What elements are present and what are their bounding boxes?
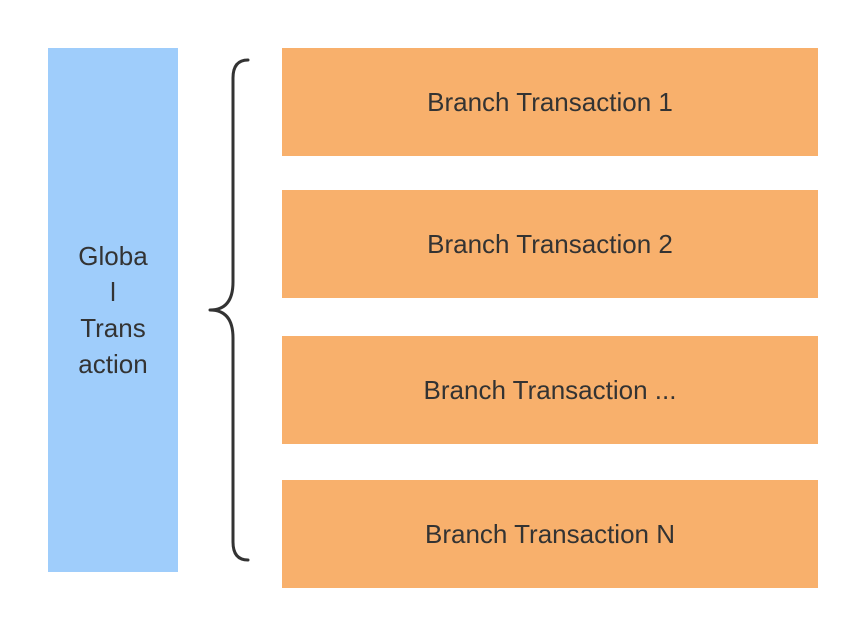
curly-brace-icon (208, 58, 250, 562)
branch-transaction-box: Branch Transaction N (282, 480, 818, 588)
branch-transaction-label: Branch Transaction ... (423, 374, 677, 405)
global-transaction-label-line: Trans (80, 313, 146, 343)
global-transaction-label: Globa l Trans action (78, 238, 147, 382)
branch-transaction-box: Branch Transaction 1 (282, 48, 818, 156)
global-transaction-label-line: l (110, 277, 116, 307)
global-transaction-label-line: Globa (78, 241, 148, 271)
global-transaction-label-line: action (78, 349, 148, 379)
branch-transaction-label: Branch Transaction 2 (427, 228, 673, 259)
branch-transaction-label: Branch Transaction N (424, 518, 675, 549)
branch-transaction-box: Branch Transaction 2 (282, 190, 818, 298)
branch-transaction-label: Branch Transaction 1 (427, 86, 673, 117)
branch-transaction-box: Branch Transaction ... (282, 336, 818, 444)
global-transaction-box: Globa l Trans action (48, 48, 178, 572)
